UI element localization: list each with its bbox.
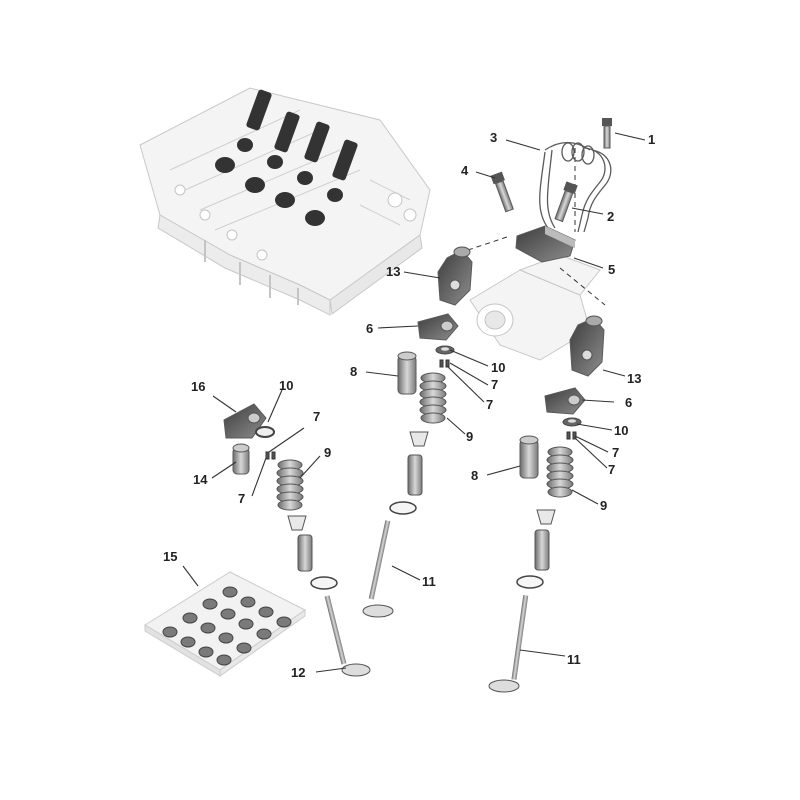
valve-seal-caps	[162, 586, 292, 666]
callout-3: 3	[490, 130, 497, 145]
callout-9-left: 9	[324, 445, 331, 460]
part-14-lifter	[232, 443, 250, 475]
callout-7-f: 7	[238, 491, 245, 506]
callout-13-upper: 13	[386, 264, 400, 279]
callout-10-right: 10	[614, 423, 628, 438]
part-16-follower	[223, 403, 267, 439]
callout-6-right: 6	[625, 395, 632, 410]
callout-7-e: 7	[313, 409, 320, 424]
assembly-guides	[467, 148, 606, 306]
part-7-keepers	[265, 359, 577, 460]
part-9-spring-center	[419, 372, 447, 424]
part-4-bolt	[490, 171, 514, 213]
part-3-oil-tube	[539, 141, 612, 233]
callout-9-center: 9	[466, 429, 473, 444]
part-2-bolt	[554, 181, 578, 223]
part-11-valve-center	[362, 520, 394, 618]
cylinder-head-ghost	[139, 87, 431, 316]
callout-2: 2	[607, 209, 614, 224]
part-13-rocker-arm-upper	[437, 246, 473, 306]
part-6-follower-right	[544, 387, 586, 415]
camshaft-bearing-ghost	[469, 254, 601, 361]
valve-guides	[297, 454, 550, 572]
callout-14: 14	[193, 472, 208, 487]
callout-16: 16	[191, 379, 205, 394]
valve-seat-rings	[310, 501, 544, 590]
callout-9-right: 9	[600, 498, 607, 513]
callout-7-d: 7	[608, 462, 615, 477]
part-9-spring-right	[546, 446, 574, 498]
callout-12: 12	[291, 665, 305, 680]
callout-1: 1	[648, 132, 655, 147]
part-5-bracket	[515, 225, 576, 263]
part-8-lifter-right	[519, 435, 539, 479]
callout-labels: 1 2 3 4 5 6 6 7 7 7 7 7 7 8 8 9 9 9 10 1…	[163, 130, 655, 680]
part-8-lifter-left	[397, 351, 417, 395]
part-10-washers	[255, 345, 582, 438]
callout-10-left: 10	[279, 378, 293, 393]
callout-8-left: 8	[350, 364, 357, 379]
callout-7-a: 7	[491, 377, 498, 392]
leader-lines	[182, 132, 646, 673]
part-12-valve	[324, 595, 371, 677]
valve-seals	[287, 431, 556, 531]
callout-7-c: 7	[612, 445, 619, 460]
part-6-follower-left	[417, 313, 459, 341]
callout-10-center: 10	[491, 360, 505, 375]
callout-11-right: 11	[567, 652, 581, 667]
callout-5: 5	[608, 262, 615, 277]
callout-7-b: 7	[486, 397, 493, 412]
head-studs	[204, 240, 299, 305]
callout-13-right: 13	[627, 371, 641, 386]
callout-11-center: 11	[422, 574, 436, 589]
callout-6-left: 6	[366, 321, 373, 336]
callout-15: 15	[163, 549, 177, 564]
part-9-spring-left	[276, 459, 304, 511]
part-15-valve-seal-kit	[144, 571, 306, 677]
callout-4: 4	[461, 163, 469, 178]
part-1-bolt	[602, 118, 612, 149]
callout-8-right: 8	[471, 468, 478, 483]
installed-rocker-arms	[215, 89, 358, 226]
part-13-rocker-arm-right	[569, 315, 605, 377]
bolt-holes	[174, 184, 417, 261]
part-11-valve-right	[488, 595, 529, 693]
